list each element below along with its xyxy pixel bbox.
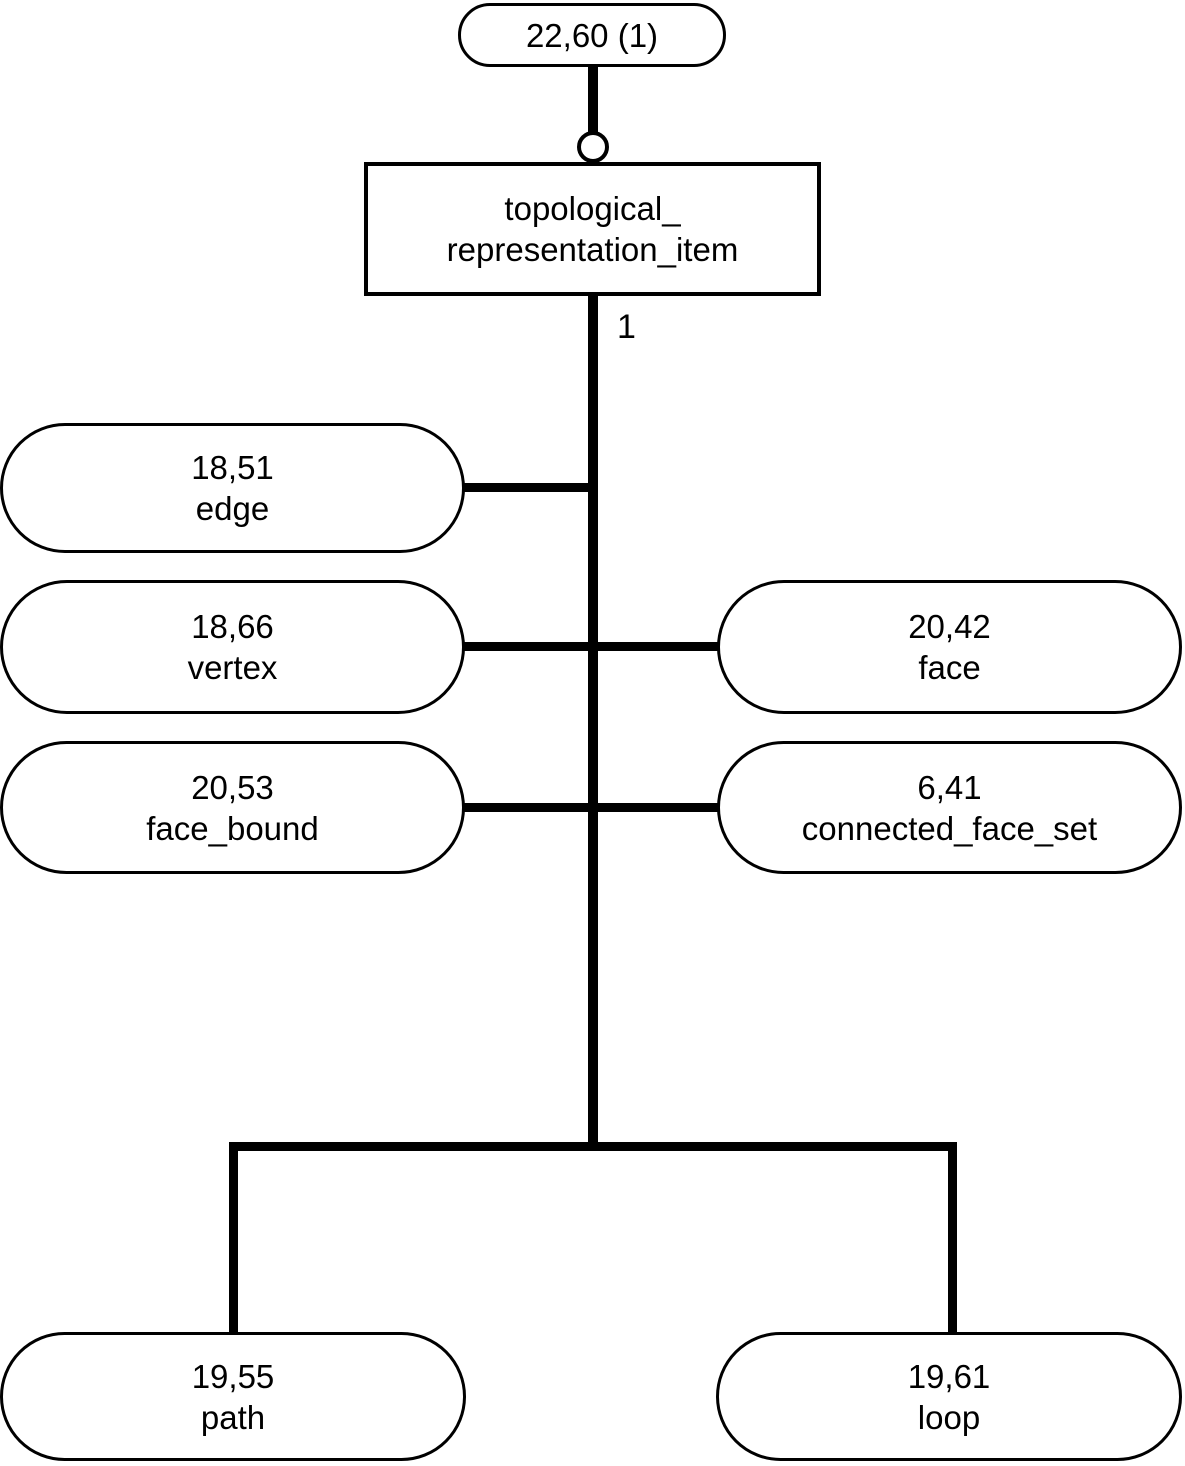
connector-bottom-horizontal-bar bbox=[229, 1142, 957, 1151]
node-ref: 19,61 bbox=[907, 1357, 991, 1395]
node-loop: 19,61 loop bbox=[716, 1332, 1182, 1461]
node-topological-representation-item: topological_ representation_item bbox=[364, 162, 821, 296]
connector-loop-drop bbox=[948, 1142, 957, 1334]
node-face: 20,42 face bbox=[717, 580, 1182, 714]
node-name: face bbox=[918, 649, 981, 686]
node-ref: 20,42 bbox=[908, 608, 991, 645]
node-ref: 20,53 bbox=[191, 768, 274, 806]
node-name: vertex bbox=[187, 649, 278, 686]
connector-facebound-connectedfaceset-branch bbox=[462, 803, 720, 812]
node-ref: 6,41 bbox=[917, 768, 982, 806]
page-ref-label: 22,60 (1) bbox=[525, 16, 659, 54]
node-vertex: 18,66 vertex bbox=[0, 580, 465, 714]
connector-edge-branch bbox=[462, 483, 598, 492]
node-ref: 19,55 bbox=[191, 1357, 275, 1395]
supertype-name-line1: topological_ bbox=[504, 190, 681, 227]
cardinality-label: 1 bbox=[617, 308, 636, 346]
node-face-bound: 20,53 face_bound bbox=[0, 741, 465, 874]
connector-path-drop bbox=[229, 1142, 238, 1334]
node-page-ref: 22,60 (1) bbox=[458, 3, 726, 67]
node-ref: 18,66 bbox=[191, 608, 274, 645]
node-edge: 18,51 edge bbox=[0, 423, 465, 553]
node-name: path bbox=[200, 1398, 266, 1436]
connector-vertex-face-branch bbox=[462, 642, 720, 651]
connector-trunk-vertical bbox=[588, 295, 598, 1148]
node-name: face_bound bbox=[146, 809, 319, 847]
node-name: loop bbox=[917, 1398, 981, 1436]
node-name: edge bbox=[195, 490, 270, 527]
node-connected-face-set: 6,41 connected_face_set bbox=[717, 741, 1182, 874]
connector-pageref-to-circle bbox=[588, 66, 598, 132]
node-name: connected_face_set bbox=[801, 809, 1098, 847]
supertype-name-line2: representation_item bbox=[446, 231, 739, 268]
node-path: 19,55 path bbox=[0, 1332, 466, 1461]
node-ref: 18,51 bbox=[191, 449, 274, 486]
inheritance-circle-icon bbox=[577, 131, 609, 163]
